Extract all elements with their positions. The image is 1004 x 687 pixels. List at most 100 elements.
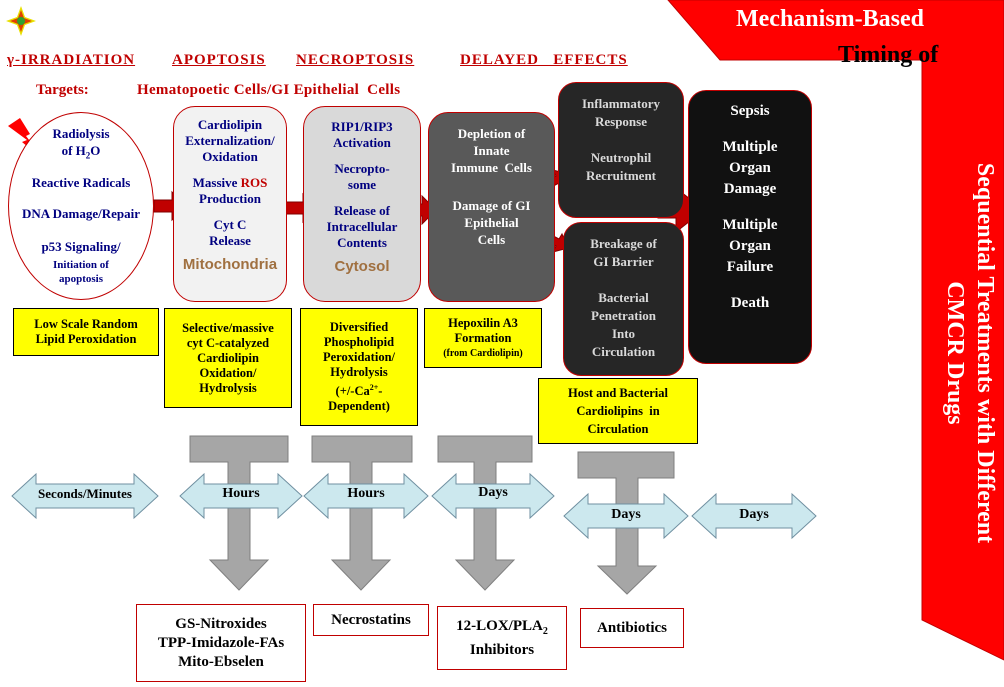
barrier-l5: Into (611, 326, 636, 341)
mito-l6: Cyt C (213, 217, 247, 232)
drug-box-necrostatins: Necrostatins (313, 604, 429, 636)
of-h2o-post: O (90, 143, 101, 158)
y2-l4: Oxidation/ (199, 365, 257, 380)
y3-ca-pre: (+/-Ca (335, 384, 370, 399)
y1-l2: Lipid Peroxidation (35, 332, 137, 346)
timeline-days-2: Days (611, 507, 641, 522)
cyto-l7: Contents (337, 235, 387, 250)
y3-ca-line: (+/-Ca2+- (336, 380, 383, 399)
inflammatory-box: Inflammatory Response Neutrophil Recruit… (558, 82, 684, 218)
drug-gs-nitroxides: GS-Nitroxides (175, 615, 267, 632)
yellow-box-lipid-peroxidation: Low Scale Random Lipid Peroxidation (13, 308, 159, 356)
outcome-l7: Failure (726, 259, 774, 275)
mito-ros: ROS (240, 175, 268, 190)
y2-l3: Cardiolipin (197, 350, 259, 365)
y4-l1: Hepoxilin A3 (448, 315, 518, 330)
mito-ros-pre: Massive (192, 175, 241, 190)
outcome-box: Sepsis Multiple Organ Damage Multiple Or… (688, 90, 812, 364)
mito-label: Mitochondria (182, 256, 278, 273)
drug-inhibitors: Inhibitors (469, 641, 535, 658)
header-delayed-effects: DELAYED EFFECTS (460, 52, 628, 68)
gray-l5: Epithelial (464, 215, 519, 230)
gray-l1: Depletion of (457, 126, 526, 141)
gray-l4: Damage of GI (452, 198, 531, 213)
outcome-death: Death (730, 295, 770, 311)
y3-last: Dependent) (328, 399, 390, 414)
targets-text: Hematopoetic Cells/GI Epithelial Cells (137, 82, 401, 98)
y5-l1: Host and Bacterial (568, 386, 668, 400)
cyto-l5: Release of (334, 203, 390, 218)
cyto-l6: Intracellular (326, 219, 398, 234)
init-apoptosis-1: Initiation of (53, 259, 109, 271)
drug-box-lox-inhibitors: 12-LOX/PLA2 Inhibitors (437, 606, 567, 670)
title-line2: Timing of (838, 42, 939, 68)
barrier-l1: Breakage of (590, 236, 657, 251)
outcome-sepsis: Sepsis (730, 103, 770, 119)
drug-mito-ebselen: Mito-Ebselen (178, 653, 264, 670)
timeline-days-1: Days (478, 485, 508, 500)
outcome-l2: Multiple (722, 139, 778, 155)
mito-l2: Externalization/ (185, 133, 275, 148)
init-apoptosis-2: apoptosis (58, 273, 104, 285)
outcome-l3: Organ (729, 160, 771, 176)
header-apoptosis: APOPTOSIS (172, 52, 266, 68)
header-necroptosis: NECROPTOSIS (296, 52, 415, 68)
radiolysis-text: Radiolysis (52, 126, 110, 141)
yellow-box-host-cardiolipins: Host and Bacterial Cardiolipins in Circu… (538, 378, 698, 444)
inflam-l1: Inflammatory (582, 96, 660, 111)
timeline-days-3: Days (739, 507, 769, 522)
y3-l1: Diversified (329, 319, 389, 334)
drug-box-nitroxides: GS-Nitroxides TPP-Imidazole-FAs Mito-Ebs… (136, 604, 306, 682)
of-h2o-sub: 2 (85, 150, 91, 161)
y2-l1: Selective/massive (182, 320, 274, 335)
gray-l2: Innate (473, 143, 510, 158)
targets-label: Targets: (36, 82, 89, 98)
yellow-box-cardiolipin-oxidation: Selective/massive cyt C-catalyzed Cardio… (164, 308, 292, 408)
y1-l1: Low Scale Random (34, 317, 138, 331)
logo-icon (6, 6, 36, 36)
timeline-hours-1: Hours (222, 486, 260, 501)
cyto-l1: RIP1/RIP3 (331, 119, 393, 134)
inflam-l3: Neutrophil (590, 150, 652, 165)
drug-necrostatins: Necrostatins (331, 611, 411, 628)
title-line1: Mechanism-Based (736, 6, 924, 32)
y3-l3: Peroxidation/ (323, 349, 395, 364)
mitochondria-box: Cardiolipin Externalization/ Oxidation M… (173, 106, 287, 302)
cyto-l3: Necropto- (334, 161, 390, 176)
drug-tpp-imidazole: TPP-Imidazole-FAs (157, 634, 285, 651)
barrier-l4: Penetration (591, 308, 656, 323)
drug-box-antibiotics: Antibiotics (580, 608, 684, 648)
inflam-l2: Response (594, 114, 647, 129)
mito-ros-line: Massive ROS (174, 175, 286, 191)
of-h2o-text: of H2O (8, 143, 154, 164)
y4-small: (from Cardiolipin) (443, 347, 523, 359)
drug-antibiotics: Antibiotics (596, 619, 667, 636)
dna-damage-text: DNA Damage/Repair (21, 206, 141, 221)
drug-12-lox: 12-LOX/PLA2 (456, 617, 548, 641)
cyto-l4: some (347, 177, 377, 192)
y2-l2: cyt C-catalyzed (186, 335, 270, 350)
mito-l1: Cardiolipin (197, 117, 263, 132)
timeline-hours-2: Hours (347, 486, 385, 501)
timeline-seconds-minutes: Seconds/Minutes (38, 486, 132, 501)
y3-ca-post: - (378, 384, 383, 399)
barrier-l3: Bacterial (598, 290, 649, 305)
y3-l2: Phospholipid (323, 334, 395, 349)
mito-l3: Oxidation (202, 149, 258, 164)
y2-l5: Hydrolysis (199, 380, 257, 395)
mito-l7: Release (209, 233, 251, 248)
drug-12-lox-sub: 2 (542, 625, 548, 637)
outcome-l5: Multiple (722, 217, 778, 233)
p53-text: p53 Signaling/ (41, 239, 121, 254)
outcome-l4: Damage (723, 181, 777, 197)
mito-l5: Production (199, 191, 261, 206)
drug-12-lox-pre: 12-LOX/PLA (456, 617, 543, 634)
depletion-box: Depletion of Innate Immune Cells Damage … (428, 112, 555, 302)
reactive-radicals-text: Reactive Radicals (31, 175, 131, 190)
y3-ca-sup: 2+ (369, 382, 379, 392)
gray-l6: Cells (477, 232, 506, 247)
gray-l3: Immune Cells (451, 160, 532, 175)
of-h2o-pre: of H (61, 143, 86, 158)
